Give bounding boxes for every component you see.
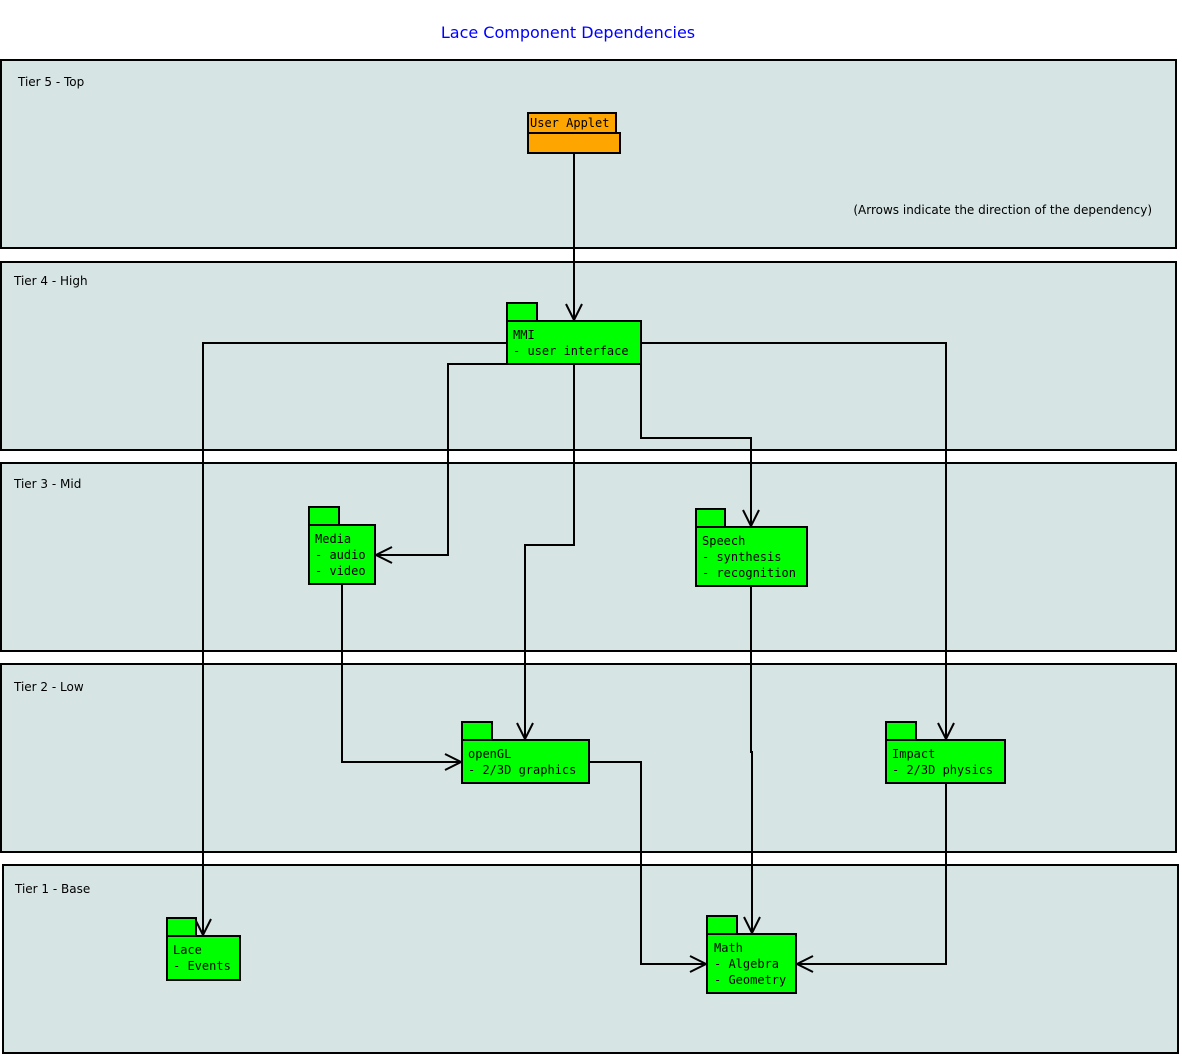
package-user-applet[interactable]: User Applet [527,112,621,154]
edge-opengl-math [589,761,706,964]
package-desc: - synthesis [702,550,781,564]
package-name: Media [315,532,351,546]
edge-mmi-lace [203,342,507,935]
package-desc: - recognition [702,566,796,580]
package-desc: - user interface [513,344,629,358]
package-name: MMI [513,328,535,342]
edge-mmi-impact [641,342,946,739]
package-name: User Applet [530,116,609,130]
package-media[interactable]: Media - audio - video [308,506,376,585]
package-opengl[interactable]: openGL - 2/3D graphics [461,721,590,784]
package-desc: - Events [173,959,231,973]
tier-label: Tier 3 - Mid [13,477,81,491]
edge-impact-math [797,783,947,964]
edge-media-opengl [341,584,461,762]
edge-mmi-opengl [525,364,575,739]
edge-mmi-speech [640,364,751,526]
tier-label: Tier 2 - Low [13,680,84,694]
package-desc: - 2/3D graphics [468,763,576,777]
package-name: openGL [468,747,511,761]
package-math[interactable]: Math - Algebra - Geometry [706,915,797,994]
package-impact[interactable]: Impact - 2/3D physics [885,721,1006,784]
package-desc: - audio [315,548,366,562]
package-name: Lace [173,943,202,957]
package-speech[interactable]: Speech - synthesis - recognition [695,508,808,587]
package-name: Impact [892,747,935,761]
package-name: Speech [702,534,745,548]
package-desc: - video [315,564,366,578]
edge-speech-math [751,586,752,933]
package-lace[interactable]: Lace - Events [166,917,241,981]
package-mmi[interactable]: MMI - user interface [506,302,642,365]
tier-label: Tier 1 - Base [14,882,90,896]
tier-label: Tier 5 - Top [17,75,84,89]
tier-label: Tier 4 - High [13,274,88,288]
package-desc: - Algebra [714,957,779,971]
legend-note: (Arrows indicate the direction of the de… [853,203,1152,217]
package-name: Math [714,941,743,955]
edge-mmi-media [376,363,507,555]
package-desc: - 2/3D physics [892,763,993,777]
diagram-title: Lace Component Dependencies [441,23,695,42]
dependency-edges [203,153,946,964]
tier-3: Tier 3 - Mid [0,462,1177,652]
package-desc: - Geometry [714,973,786,987]
